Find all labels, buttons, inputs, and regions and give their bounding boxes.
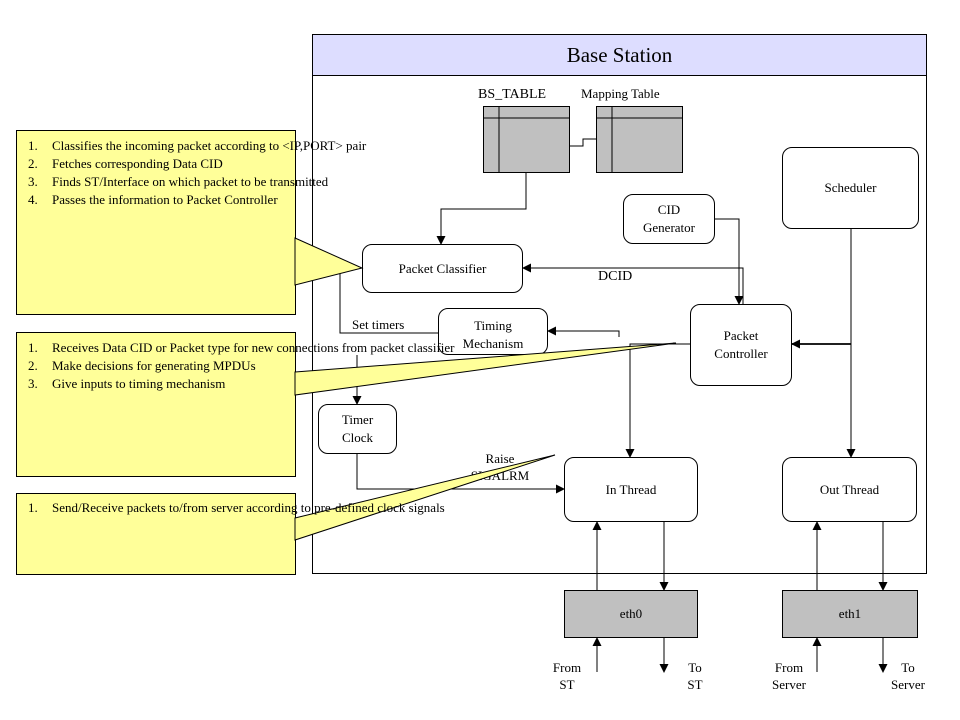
set-timers-label: Set timers — [352, 317, 405, 332]
packet-classifier-label: Packet Classifier — [398, 260, 487, 276]
scheduler-box: Scheduler — [782, 147, 919, 229]
bs-table-icon — [483, 106, 570, 173]
scheduler-label: Scheduler — [824, 180, 877, 196]
out-thread-label: Out Thread — [819, 481, 880, 497]
edge-table-to-mapping — [569, 138, 597, 147]
cid-generator-box: CID Generator — [623, 194, 715, 244]
eth0-label: eth0 — [619, 606, 643, 621]
in-thread-label: In Thread — [605, 481, 657, 497]
edge-controller-to-classifier — [522, 263, 744, 304]
mapping-table-label: Mapping Table — [581, 86, 660, 101]
classifier-callout — [16, 130, 296, 315]
classifier-notes-list: 1.Classifies the incoming packet accordi… — [18, 137, 366, 209]
timer-clock-label: Timer Clock — [341, 412, 374, 445]
edge-table-to-classifier — [436, 172, 527, 245]
classifier-note-item: 4.Passes the information to Packet Contr… — [28, 191, 278, 207]
thread-callout-tail — [294, 454, 556, 541]
in-thread-box: In Thread — [564, 457, 698, 522]
timer-clock-box: Timer Clock — [318, 404, 397, 454]
out-thread-box: Out Thread — [782, 457, 917, 522]
classifier-note-item: 2.Fetches corresponding Data CID — [28, 155, 223, 171]
edge-controller-to-timing — [547, 326, 620, 337]
from-server-label: From Server — [772, 660, 806, 692]
base-station-header: Base Station — [312, 34, 927, 76]
base-station-title: Base Station — [566, 42, 673, 67]
controller-note-item: 1.Receives Data CID or Packet type for n… — [28, 340, 455, 355]
eth0-interface: eth0 — [564, 590, 698, 638]
packet-classifier-box: Packet Classifier — [362, 244, 523, 293]
controller-note-item: 3.Give inputs to timing mechanism — [28, 375, 226, 391]
packet-controller-box: Packet Controller — [690, 304, 792, 386]
eth1-interface: eth1 — [782, 590, 918, 638]
dcid-label: DCID — [598, 269, 633, 284]
classifier-callout-tail — [294, 237, 364, 286]
timing-mechanism-box: Timing Mechanism — [438, 308, 548, 355]
to-st-label: To ST — [687, 660, 703, 692]
controller-notes-list: 1.Receives Data CID or Packet type for n… — [18, 339, 455, 393]
controller-note-item: 2.Make decisions for generating MPDUs — [28, 357, 256, 373]
edge-timerclock-to-inthread — [356, 453, 565, 494]
classifier-note-item: 1.Classifies the incoming packet accordi… — [28, 138, 367, 153]
timing-mechanism-label: Timing Mechanism — [462, 318, 524, 351]
controller-callout — [16, 332, 296, 477]
thread-notes-list: 1.Send/Receive packets to/from server ac… — [18, 499, 445, 517]
from-st-label: From ST — [552, 660, 582, 692]
bs-table-label: BS_TABLE — [478, 87, 547, 102]
controller-callout-tail — [294, 342, 677, 396]
thread-note-item: 1.Send/Receive packets to/from server ac… — [28, 500, 445, 515]
to-server-label: To Server — [891, 660, 925, 692]
cid-generator-label: CID Generator — [643, 202, 695, 235]
classifier-note-item: 3.Finds ST/Interface on which packet to … — [28, 173, 329, 189]
packet-controller-label: Packet Controller — [714, 328, 768, 361]
mapping-table-icon — [596, 106, 683, 173]
eth1-label: eth1 — [838, 606, 862, 621]
thread-callout — [16, 493, 296, 575]
